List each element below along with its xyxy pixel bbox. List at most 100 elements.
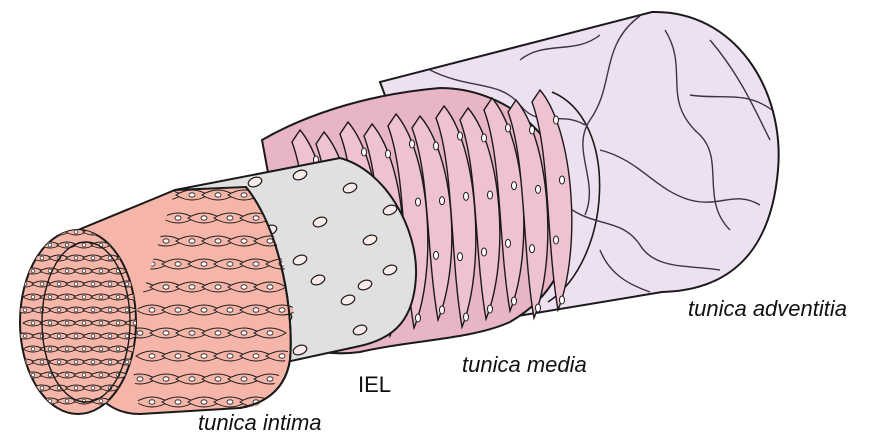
lumen-cell-nucleus	[57, 230, 61, 234]
smc-nucleus	[386, 150, 391, 158]
lumen-cell-nucleus	[65, 243, 69, 247]
label-iel: IEL	[358, 372, 391, 398]
endothelial-nucleus	[189, 239, 195, 243]
lumen-cell-nucleus	[31, 269, 35, 273]
endothelial-nucleus	[267, 331, 273, 335]
lumen-cell-nucleus	[31, 399, 35, 403]
lumen-cell-nucleus	[116, 295, 120, 299]
endothelial-nucleus	[279, 308, 285, 312]
lumen-cell-nucleus	[74, 386, 78, 390]
lumen-cell-nucleus	[99, 399, 103, 403]
lumen-cell-nucleus	[65, 321, 69, 325]
lumen-cell-nucleus	[48, 321, 52, 325]
lumen-cell-nucleus	[91, 360, 95, 364]
smc-nucleus	[530, 126, 535, 134]
endothelial-nucleus	[189, 377, 195, 381]
smc-nucleus	[458, 132, 463, 140]
endothelial-nucleus	[253, 354, 259, 358]
lumen-cell-nucleus	[99, 295, 103, 299]
endothelial-nucleus	[227, 262, 233, 266]
smc-nucleus	[488, 305, 493, 313]
endothelial-nucleus	[163, 285, 169, 289]
lumen-cell-nucleus	[40, 360, 44, 364]
smc-nucleus	[362, 148, 367, 156]
endothelial-nucleus	[279, 354, 285, 358]
lumen-cell-nucleus	[91, 386, 95, 390]
label-tunica-intima: tunica intima	[198, 410, 322, 436]
lumen-cell-nucleus	[31, 243, 35, 247]
smc-nucleus	[536, 304, 541, 312]
lumen-cell-nucleus	[65, 295, 69, 299]
smc-nucleus	[440, 306, 445, 314]
endothelial-nucleus	[201, 354, 207, 358]
endothelial-nucleus	[201, 262, 207, 266]
lumen-cell-nucleus	[99, 373, 103, 377]
smc-nucleus	[410, 140, 415, 148]
endothelial-nucleus	[227, 354, 233, 358]
endothelial-nucleus	[227, 216, 233, 220]
lumen-cell-nucleus	[74, 230, 78, 234]
lumen-cell-nucleus	[48, 295, 52, 299]
endothelial-nucleus	[149, 354, 155, 358]
endothelial-nucleus	[175, 308, 181, 312]
smc-nucleus	[506, 124, 511, 132]
smc-nucleus	[488, 191, 493, 199]
endothelial-nucleus	[175, 400, 181, 404]
lumen-cell-nucleus	[57, 308, 61, 312]
lumen-cell-nucleus	[82, 295, 86, 299]
smc-nucleus	[512, 297, 517, 305]
lumen-cell-nucleus	[48, 347, 52, 351]
endothelial-nucleus	[137, 331, 143, 335]
lumen-cell-nucleus	[40, 256, 44, 260]
lumen-cell-nucleus	[99, 347, 103, 351]
endothelial-nucleus	[241, 331, 247, 335]
lumen-cell-nucleus	[48, 243, 52, 247]
smc-nucleus	[482, 248, 487, 256]
lumen-cell-nucleus	[40, 386, 44, 390]
lumen-cell-nucleus	[31, 321, 35, 325]
lumen-cell-nucleus	[82, 373, 86, 377]
endothelial-nucleus	[201, 308, 207, 312]
endothelial-nucleus	[241, 239, 247, 243]
endothelial-cell	[266, 397, 298, 407]
lumen-cell-nucleus	[74, 360, 78, 364]
lumen-cell-nucleus	[65, 347, 69, 351]
label-tunica-media: tunica media	[462, 352, 587, 378]
lumen-cell-nucleus	[74, 334, 78, 338]
smc-nucleus	[416, 314, 421, 322]
lumen-cell-nucleus	[48, 373, 52, 377]
smc-nucleus	[560, 296, 565, 304]
lumen-cell-nucleus	[125, 360, 129, 364]
endothelial-nucleus	[201, 400, 207, 404]
endothelial-nucleus	[189, 193, 195, 197]
lumen-cell-nucleus	[31, 373, 35, 377]
smc-nucleus	[434, 142, 439, 150]
endothelial-nucleus	[163, 239, 169, 243]
endothelial-nucleus	[253, 216, 259, 220]
smc-nucleus	[416, 198, 421, 206]
smc-nucleus	[458, 253, 463, 261]
lumen-cell-nucleus	[23, 334, 27, 338]
endothelial-nucleus	[175, 216, 181, 220]
endothelial-nucleus	[253, 262, 259, 266]
lumen-cell-nucleus	[91, 256, 95, 260]
lumen-cell-nucleus	[57, 282, 61, 286]
endothelial-nucleus	[227, 308, 233, 312]
lumen-cell-nucleus	[74, 256, 78, 260]
lumen-cell-nucleus	[82, 269, 86, 273]
lumen-cell-nucleus	[82, 347, 86, 351]
lumen-cell-nucleus	[99, 269, 103, 273]
endothelial-nucleus	[215, 193, 221, 197]
smc-nucleus	[440, 197, 445, 205]
smc-nucleus	[560, 176, 565, 184]
endothelial-nucleus	[241, 285, 247, 289]
lumen-cell-nucleus	[74, 282, 78, 286]
lumen-cell-nucleus	[57, 360, 61, 364]
lumen-cell	[15, 255, 35, 261]
endothelial-nucleus	[215, 285, 221, 289]
smc-nucleus	[530, 245, 535, 253]
lumen-cell-nucleus	[82, 321, 86, 325]
smc-nucleus	[554, 236, 559, 244]
lumen-cell-nucleus	[108, 282, 112, 286]
endothelial-nucleus	[137, 193, 143, 197]
